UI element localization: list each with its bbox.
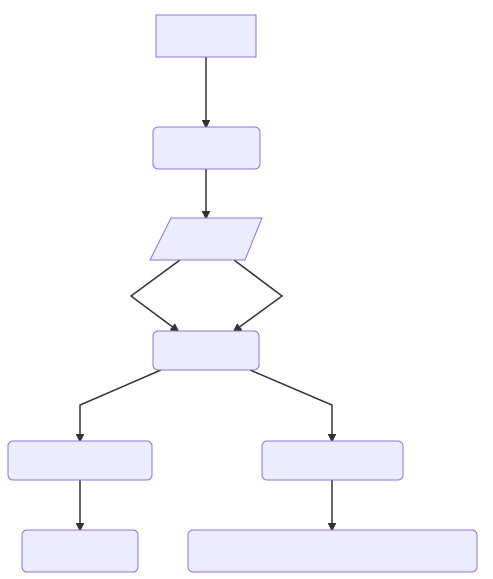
node-n8 (187, 529, 478, 573)
edge-n4-n5 (80, 369, 162, 441)
node-n4 (152, 330, 260, 371)
edge-n3-n4-right (234, 259, 284, 331)
edge-n4-n6 (249, 369, 332, 441)
node-n3 (149, 217, 263, 261)
node-n5 (7, 440, 153, 481)
node-n2 (152, 126, 261, 170)
nodes-group (7, 14, 478, 573)
edges-group (80, 57, 332, 530)
node-n6 (261, 440, 404, 481)
node-n7 (21, 529, 139, 573)
node-n1 (155, 14, 257, 58)
edge-n3-n4-left (129, 259, 181, 331)
